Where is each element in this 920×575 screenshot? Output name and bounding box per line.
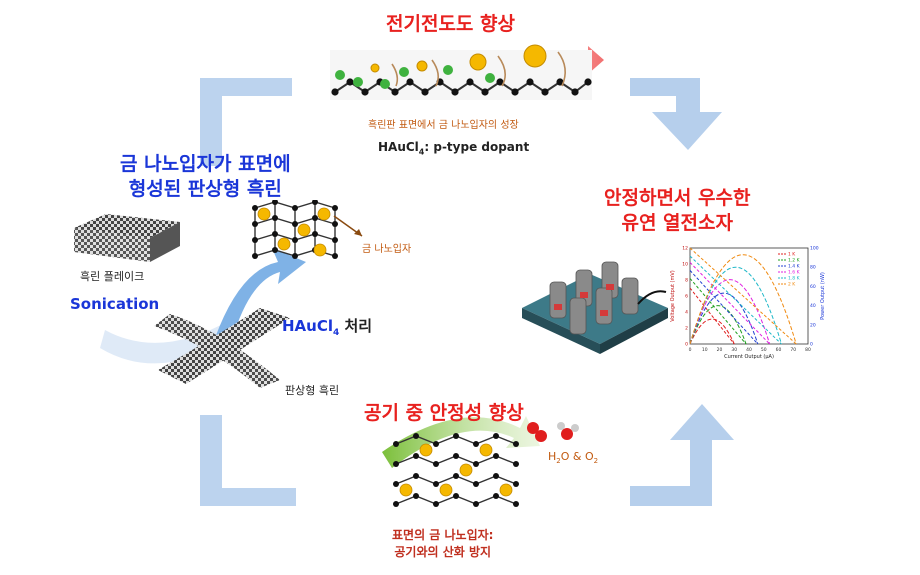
y2-axis-label: Power Output (nW): [820, 272, 826, 320]
bp-flake-image: [74, 214, 180, 262]
y-tick-label: 8: [685, 278, 688, 284]
electron-icon: [443, 65, 453, 75]
y2-tick-label: 60: [810, 284, 816, 290]
x-tick-label: 10: [702, 347, 708, 353]
gold-nanoparticle: [370, 63, 380, 73]
x-tick-label: 70: [790, 347, 796, 353]
bracket-top-left: [200, 78, 292, 166]
electron-icon: [335, 70, 345, 80]
electron-icon: [353, 77, 363, 87]
molecule-icons: [527, 422, 579, 442]
gold-nanoparticle: [523, 44, 547, 68]
y2-tick-label: 20: [810, 322, 816, 328]
oxygen-icon: [527, 422, 539, 434]
oxidation-arrow: [382, 416, 540, 468]
x-axis-label: Current Output (μA): [724, 354, 774, 360]
legend-label: 1.8 K: [788, 276, 801, 282]
series-power-curve: [689, 305, 747, 345]
series-power-curve: [689, 254, 797, 345]
nanoparticle-label: 금 나노입자: [362, 244, 412, 255]
caption-oxidation: 표면의 금 나노입자:공기와의 산화 방지: [392, 528, 494, 559]
series-voltage-line: [689, 287, 735, 345]
protected-lattice-image: [393, 433, 519, 507]
flake-label: 흑린 플레이크: [80, 270, 145, 283]
pointer-arrow-icon: [333, 215, 363, 237]
series-voltage-line: [689, 262, 771, 345]
lattice-strip: [330, 44, 592, 100]
y-axis-label: Voltage Output (mV): [670, 270, 676, 322]
series-voltage-line: [689, 270, 759, 345]
sonication-label: Sonication: [70, 295, 160, 313]
electron-icon: [380, 79, 390, 89]
gold-nanoparticle: [416, 60, 428, 72]
legend-label: 1 K: [788, 252, 796, 258]
title-air-stability: 공기 중 안정성 향상: [364, 402, 524, 424]
legend-label: 2 K: [788, 282, 796, 288]
title-conductivity: 전기전도도 향상: [386, 13, 515, 35]
te-device-image: [522, 261, 668, 354]
electron-icon: [399, 67, 409, 77]
gold-nanoparticle: [469, 53, 487, 71]
series-power-curve: [689, 266, 782, 345]
x-tick-label: 80: [805, 347, 811, 353]
y2-tick-label: 40: [810, 303, 816, 309]
y-tick-label: 10: [682, 262, 688, 268]
y2-tick-label: 0: [810, 342, 813, 348]
y-tick-label: 0: [685, 342, 688, 348]
electron-icon: [485, 73, 495, 83]
bp-sheets-image: [154, 308, 290, 388]
oxygen-icon: [561, 428, 573, 440]
oxygen-icon: [535, 430, 547, 442]
dopant-label: HAuCl4: p-type dopant: [378, 140, 530, 157]
y-tick-label: 12: [682, 246, 688, 252]
arrow-top-right: [630, 78, 722, 150]
y-tick-label: 6: [685, 294, 688, 300]
x-tick-label: 20: [717, 347, 723, 353]
series-power-curve: [689, 279, 771, 345]
y2-tick-label: 80: [810, 265, 816, 271]
legend-label: 1.4 K: [788, 264, 801, 270]
y-tick-label: 2: [685, 326, 688, 332]
series-power-curve: [689, 318, 735, 345]
molecule-label: H2O & O2: [548, 450, 599, 466]
x-tick-label: 60: [776, 347, 782, 353]
legend-label: 1.6 K: [788, 270, 801, 276]
x-tick-label: 40: [746, 347, 752, 353]
arrow-bottom-right: [630, 404, 734, 506]
series-voltage-line: [689, 255, 782, 345]
x-tick-label: 30: [731, 347, 737, 353]
y-tick-label: 4: [685, 310, 688, 316]
legend-label: 1.2 K: [788, 258, 801, 264]
y2-tick-label: 100: [810, 246, 819, 252]
hydrogen-icon: [571, 424, 579, 432]
treatment-arrow: [215, 248, 306, 340]
caption-gold-growth: 흑린판 표면에서 금 나노입자의 성장: [368, 120, 519, 131]
x-tick-label: 0: [689, 347, 692, 353]
series-voltage-line: [689, 247, 797, 345]
sheet-label: 판상형 흑린: [285, 384, 340, 397]
treatment-label: HAuCl4 처리: [282, 317, 373, 338]
gold-lattice-image: [252, 200, 338, 259]
bracket-bottom-left: [200, 415, 296, 506]
series-voltage-line: [689, 278, 747, 345]
hydrogen-icon: [557, 422, 565, 430]
x-tick-label: 50: [761, 347, 767, 353]
